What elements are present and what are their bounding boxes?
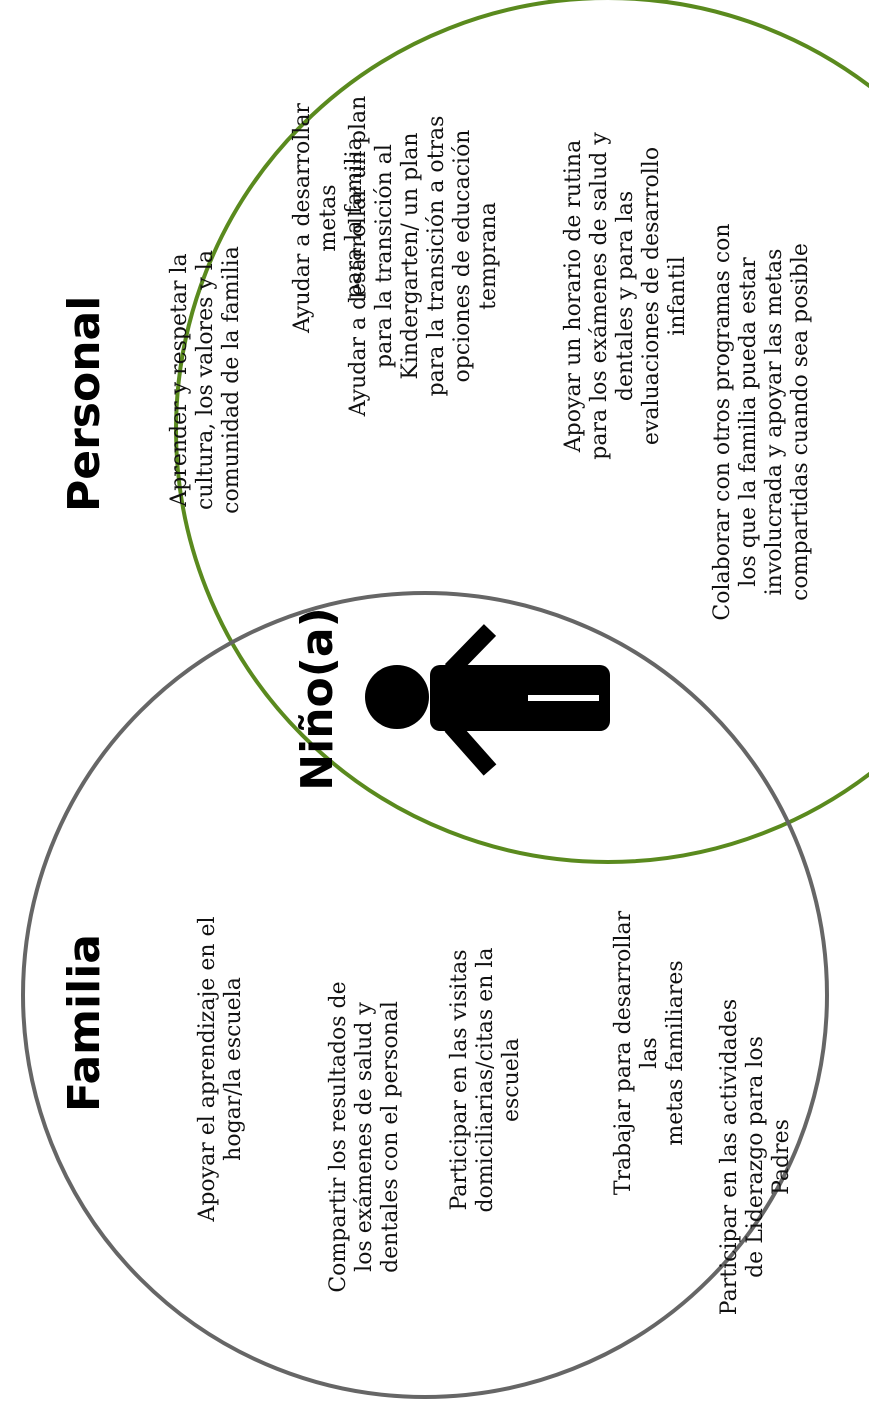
familia-title: Familia xyxy=(59,934,110,1112)
familia-circle xyxy=(21,591,829,1399)
familia-item: Trabajar para desarrollar las metas fami… xyxy=(611,910,688,1196)
personal-item: Ayudar a desarrollar un plan para la tra… xyxy=(346,95,501,417)
familia-item: Participar en las visitas domiciliarias/… xyxy=(447,947,524,1213)
personal-title: Personal xyxy=(59,295,110,512)
personal-item: Colaborar con otros programas con los qu… xyxy=(710,223,813,621)
personal-item: Apoyar un horario de rutina para los exá… xyxy=(561,132,690,460)
familia-item: Participar en las actividades de Lideraz… xyxy=(717,998,794,1316)
child-figure-icon xyxy=(365,624,610,776)
personal-circle xyxy=(174,0,869,864)
personal-item: Ayudar a desarrollar metas para la famil… xyxy=(290,103,367,333)
personal-item: Aprender y respetar la cultura, los valo… xyxy=(167,246,244,514)
familia-item: Compartir los resultados de los exámenes… xyxy=(326,981,403,1293)
familia-item: Apoyar el aprendizaje en el hogar/la esc… xyxy=(195,916,246,1222)
child-title: Niño(a) xyxy=(292,607,343,791)
